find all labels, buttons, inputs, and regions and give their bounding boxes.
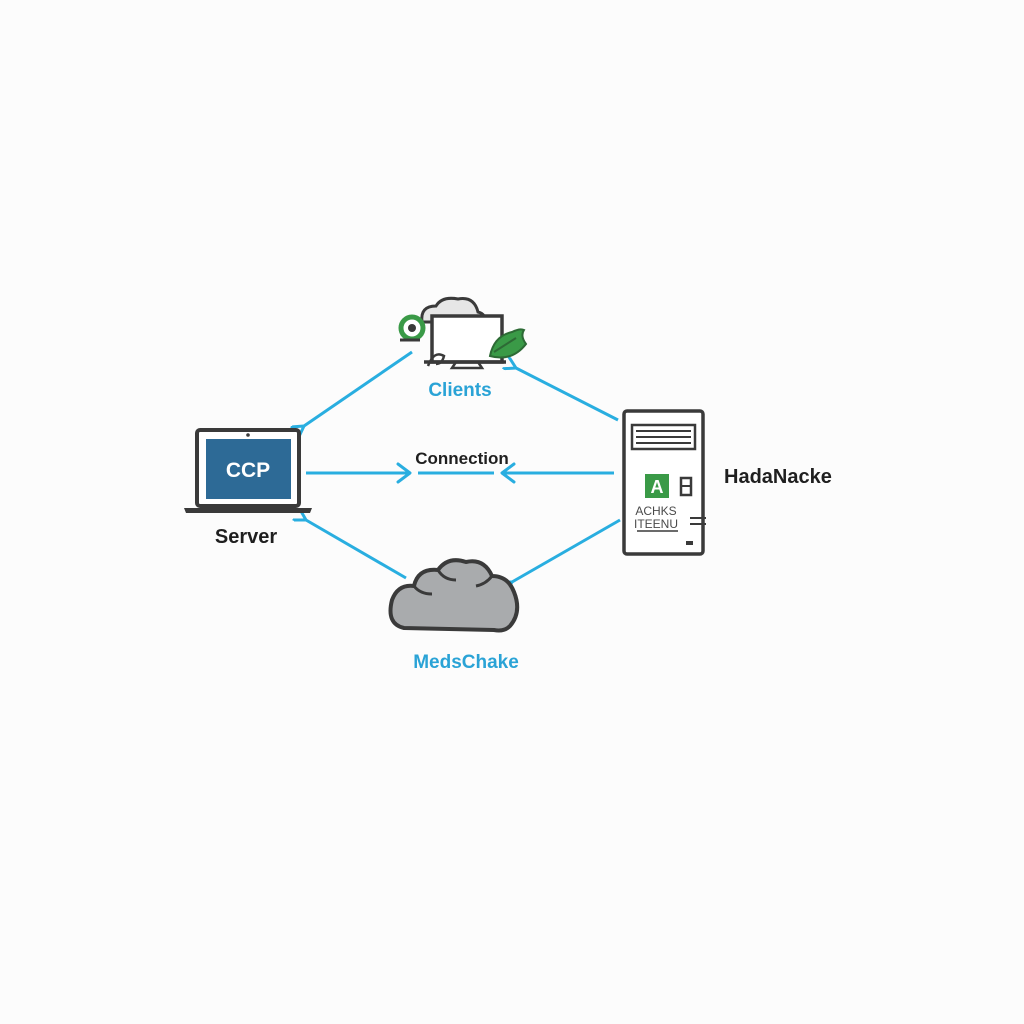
arrow-cloud-to-server — [306, 520, 407, 580]
arrow-node-to-clients — [516, 368, 619, 422]
arrows-group — [304, 350, 621, 582]
node-badge — [645, 474, 669, 498]
cloud-label: MedsChake — [413, 652, 519, 673]
node-badge-text: A — [651, 477, 664, 497]
gear-icon — [398, 314, 426, 342]
leaf-icon — [488, 328, 528, 359]
node-panel-line1: ACHKS — [635, 504, 676, 518]
arrowhead-connection-left — [500, 462, 516, 484]
clients-node: Clients — [398, 296, 528, 401]
arrowhead-connection-right — [396, 462, 412, 484]
server-tower-icon: A ACHKS ITEENU — [622, 409, 706, 556]
server-screen-text: CCP — [226, 459, 270, 482]
cloud-node: MedsChake — [388, 558, 520, 673]
arrow-clients-to-server — [304, 350, 413, 426]
cloud-icon — [388, 558, 520, 633]
server-label: Server — [215, 526, 277, 548]
server-node: CCP Server — [184, 428, 312, 548]
hada-node: A ACHKS ITEENU HadaNacke — [622, 409, 832, 556]
arrow-node-to-cloud — [512, 518, 621, 582]
clients-label: Clients — [428, 380, 491, 401]
connection-label: Connection — [415, 449, 509, 468]
node-panel-line2: ITEENU — [634, 517, 678, 531]
desktop-icon — [424, 314, 506, 370]
hada-node-label: HadaNacke — [724, 466, 832, 488]
laptop-icon: CCP — [184, 428, 312, 513]
